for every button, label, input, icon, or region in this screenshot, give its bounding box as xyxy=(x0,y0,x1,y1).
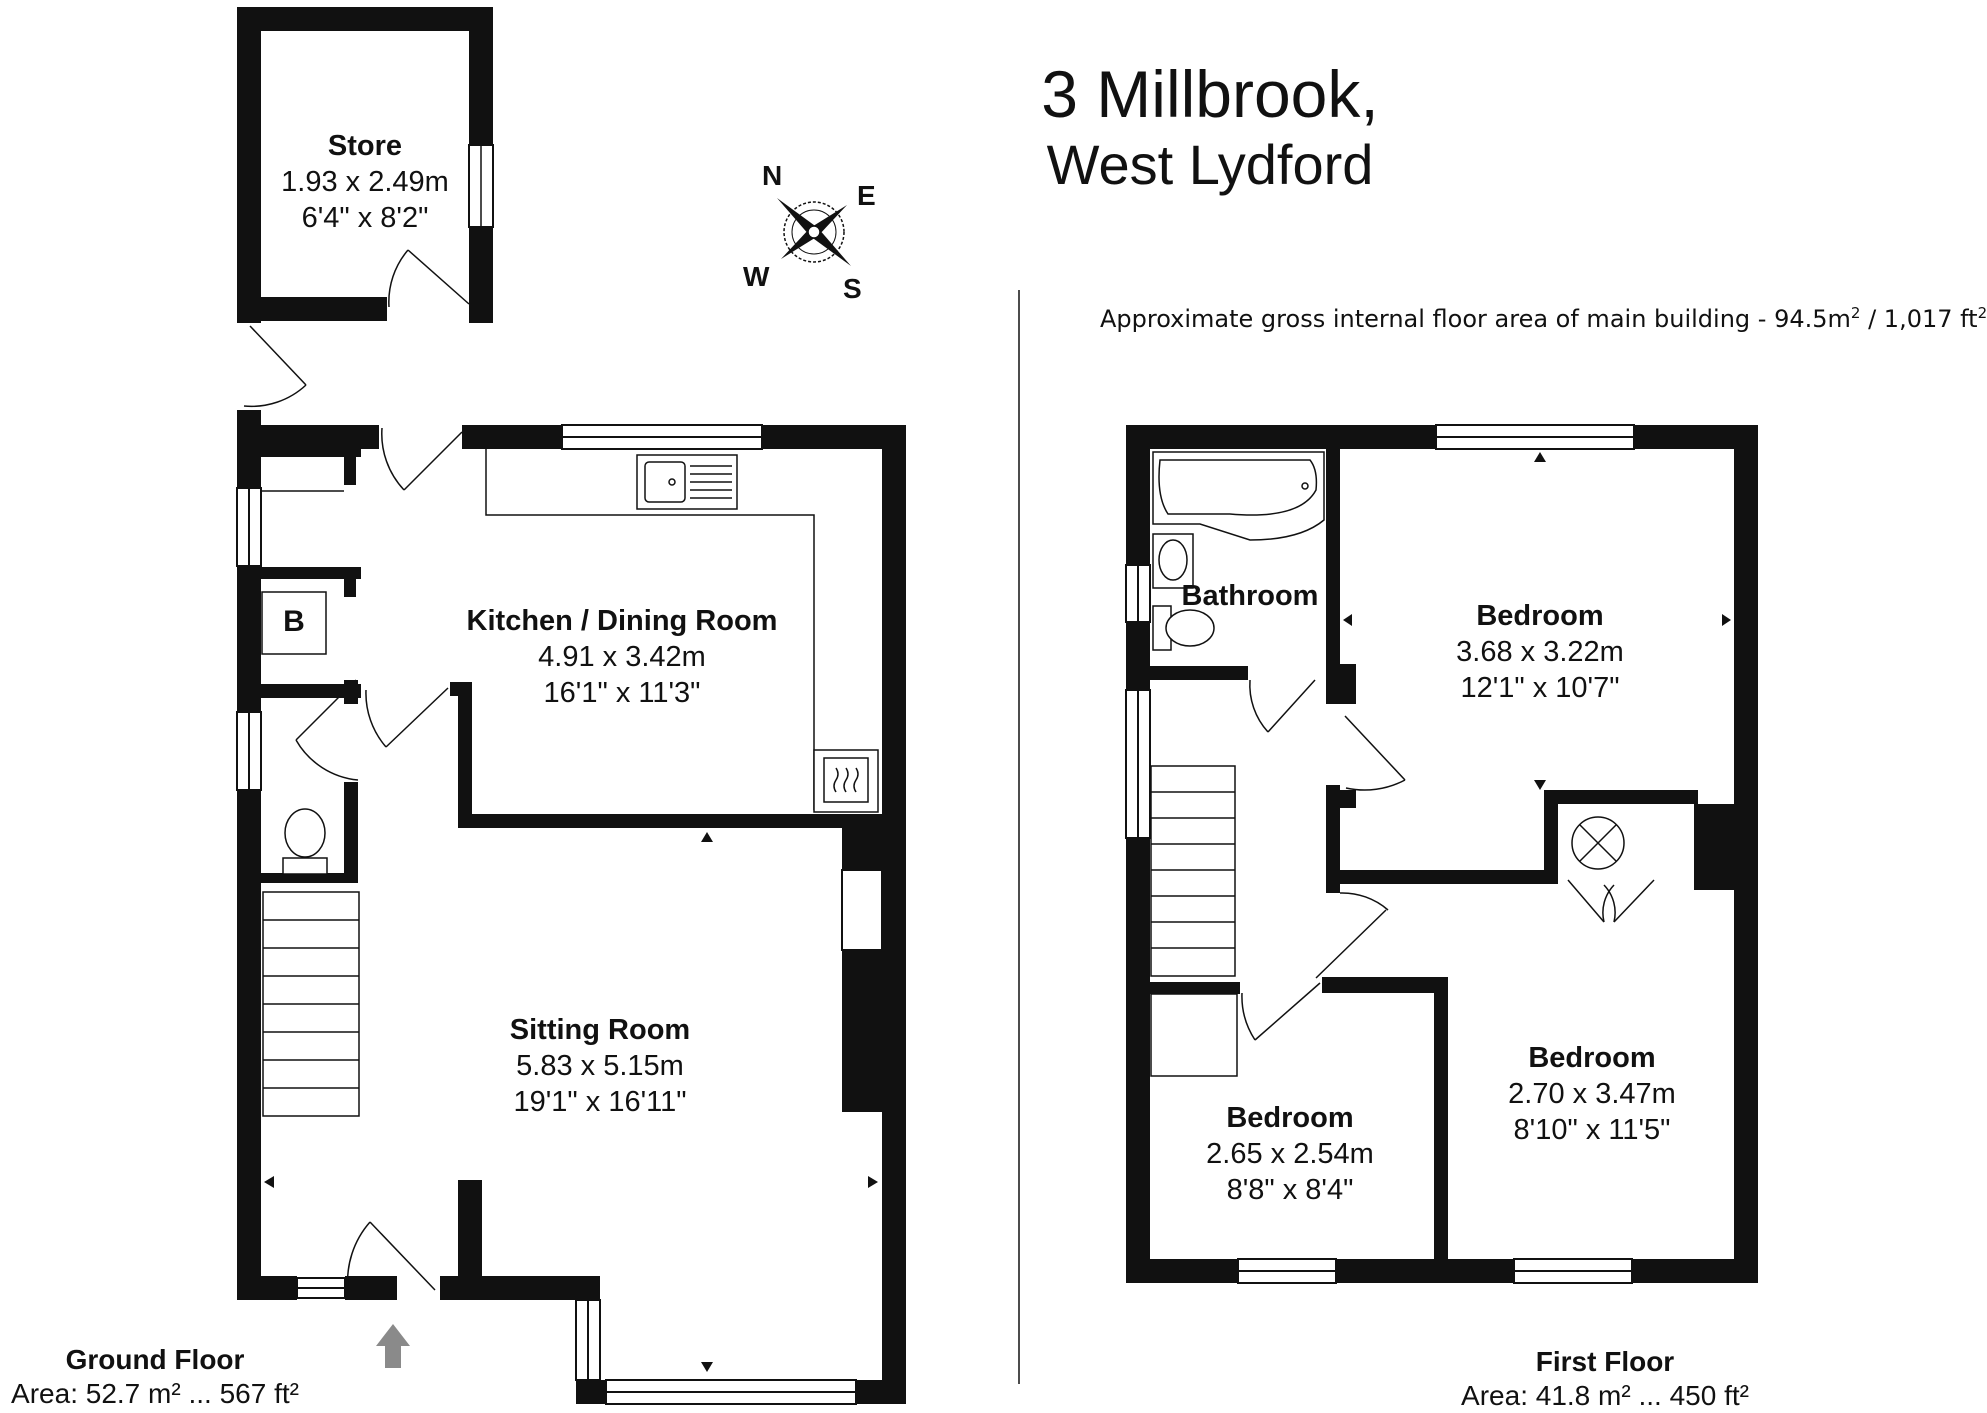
compass-w-label: W xyxy=(743,261,770,292)
kitchen-imperial: 16'1" x 11'3" xyxy=(543,677,701,709)
compass-n-label: N xyxy=(762,160,782,191)
ground-floor-stairs xyxy=(262,891,360,1117)
room-label-bedroom-1: Bedroom 3.68 x 3.22m 12'1" x 10'7" xyxy=(1430,598,1650,706)
bedroom-1-metric: 3.68 x 3.22m xyxy=(1456,636,1624,668)
kitchen-units xyxy=(485,449,879,813)
entrance-arrow-icon xyxy=(376,1324,410,1368)
store-door xyxy=(388,249,470,308)
ground-floor-dimension-markers xyxy=(264,832,878,1372)
ground-floor-wc xyxy=(282,808,328,875)
area-note-metric: 94.5m xyxy=(1774,305,1851,333)
first-floor-name: First Floor xyxy=(1535,1346,1675,1377)
ground-floor-doors xyxy=(295,427,463,1291)
ground-floor-windows xyxy=(236,424,883,1405)
room-label-store: Store 1.93 x 2.49m 6'4" x 8'2" xyxy=(270,128,460,236)
first-floor-caption: First Floor Area: 41.8 m² ... 450 ft² xyxy=(1430,1345,1780,1413)
first-floor-windows xyxy=(1125,424,1635,1284)
first-floor-dimension-markers xyxy=(1343,452,1731,790)
first-floor-plan xyxy=(1125,424,1758,1284)
sitting-room-metric: 5.83 x 5.15m xyxy=(516,1050,684,1082)
bedroom-3-metric: 2.65 x 2.54m xyxy=(1206,1138,1374,1170)
boiler-cupboard xyxy=(261,490,344,655)
sitting-room-name: Sitting Room xyxy=(509,1014,691,1046)
area-note-sup-imperial: 2 xyxy=(1977,304,1987,322)
property-title: 3 Millbrook, xyxy=(1041,57,1379,131)
area-note-separator: / xyxy=(1860,305,1884,333)
room-label-kitchen: Kitchen / Dining Room 4.91 x 3.42m 16'1"… xyxy=(452,603,792,711)
bedroom-3-imperial: 8'8" x 8'4" xyxy=(1226,1174,1354,1206)
area-note-imperial: 1,017 ft xyxy=(1883,305,1978,333)
bedroom-2-name: Bedroom xyxy=(1528,1042,1656,1074)
bathroom-fixtures xyxy=(1152,451,1325,651)
bedroom-1-name: Bedroom xyxy=(1476,600,1604,632)
bedroom-3-name: Bedroom xyxy=(1226,1102,1354,1134)
store-window xyxy=(468,144,494,228)
store-name: Store xyxy=(327,130,403,162)
area-note-sup-metric: 2 xyxy=(1850,304,1861,322)
compass-rose-icon: N E W S xyxy=(743,160,876,304)
boiler-label: B xyxy=(262,604,326,640)
ground-floor-caption: Ground Floor Area: 52.7 m² ... 567 ft² xyxy=(0,1343,310,1411)
compass-e-label: E xyxy=(857,180,876,211)
kitchen-name: Kitchen / Dining Room xyxy=(466,605,778,637)
first-floor-stairs xyxy=(1150,765,1238,1077)
ground-floor-plan xyxy=(236,7,906,1405)
kitchen-metric: 4.91 x 3.42m xyxy=(538,641,706,673)
airing-cupboard xyxy=(1571,816,1625,870)
room-label-bedroom-3: Bedroom 2.65 x 2.54m 8'8" x 8'4" xyxy=(1180,1100,1400,1208)
bedroom-2-imperial: 8'10" x 11'5" xyxy=(1513,1114,1671,1146)
room-label-bathroom: Bathroom xyxy=(1170,578,1330,614)
first-floor-doors xyxy=(1241,679,1655,1041)
boiler-letter: B xyxy=(283,605,305,638)
room-label-bedroom-2: Bedroom 2.70 x 3.47m 8'10" x 11'5" xyxy=(1482,1040,1702,1148)
bathroom-name: Bathroom xyxy=(1181,580,1319,612)
total-area-note: Approximate gross internal floor area of… xyxy=(1100,304,1987,333)
garden-door xyxy=(243,325,307,408)
store-imperial: 6'4" x 8'2" xyxy=(301,202,429,234)
ground-floor-area: Area: 52.7 m² ... 567 ft² xyxy=(11,1378,299,1409)
room-label-sitting-room: Sitting Room 5.83 x 5.15m 19'1" x 16'11" xyxy=(470,1012,730,1120)
sitting-room-imperial: 19'1" x 16'11" xyxy=(513,1086,687,1118)
compass-s-label: S xyxy=(843,273,862,304)
ground-floor-name: Ground Floor xyxy=(65,1344,245,1375)
first-floor-area: Area: 41.8 m² ... 450 ft² xyxy=(1461,1380,1749,1411)
floor-plan-drawing: N E W S xyxy=(236,7,1758,1405)
property-location: West Lydford xyxy=(1046,133,1374,196)
bedroom-1-imperial: 12'1" x 10'7" xyxy=(1460,672,1620,704)
first-floor-walls xyxy=(1126,425,1758,1283)
area-note-prefix: Approximate gross internal floor area of… xyxy=(1100,305,1775,333)
bedroom-2-metric: 2.70 x 3.47m xyxy=(1508,1078,1676,1110)
store-metric: 1.93 x 2.49m xyxy=(281,166,449,198)
